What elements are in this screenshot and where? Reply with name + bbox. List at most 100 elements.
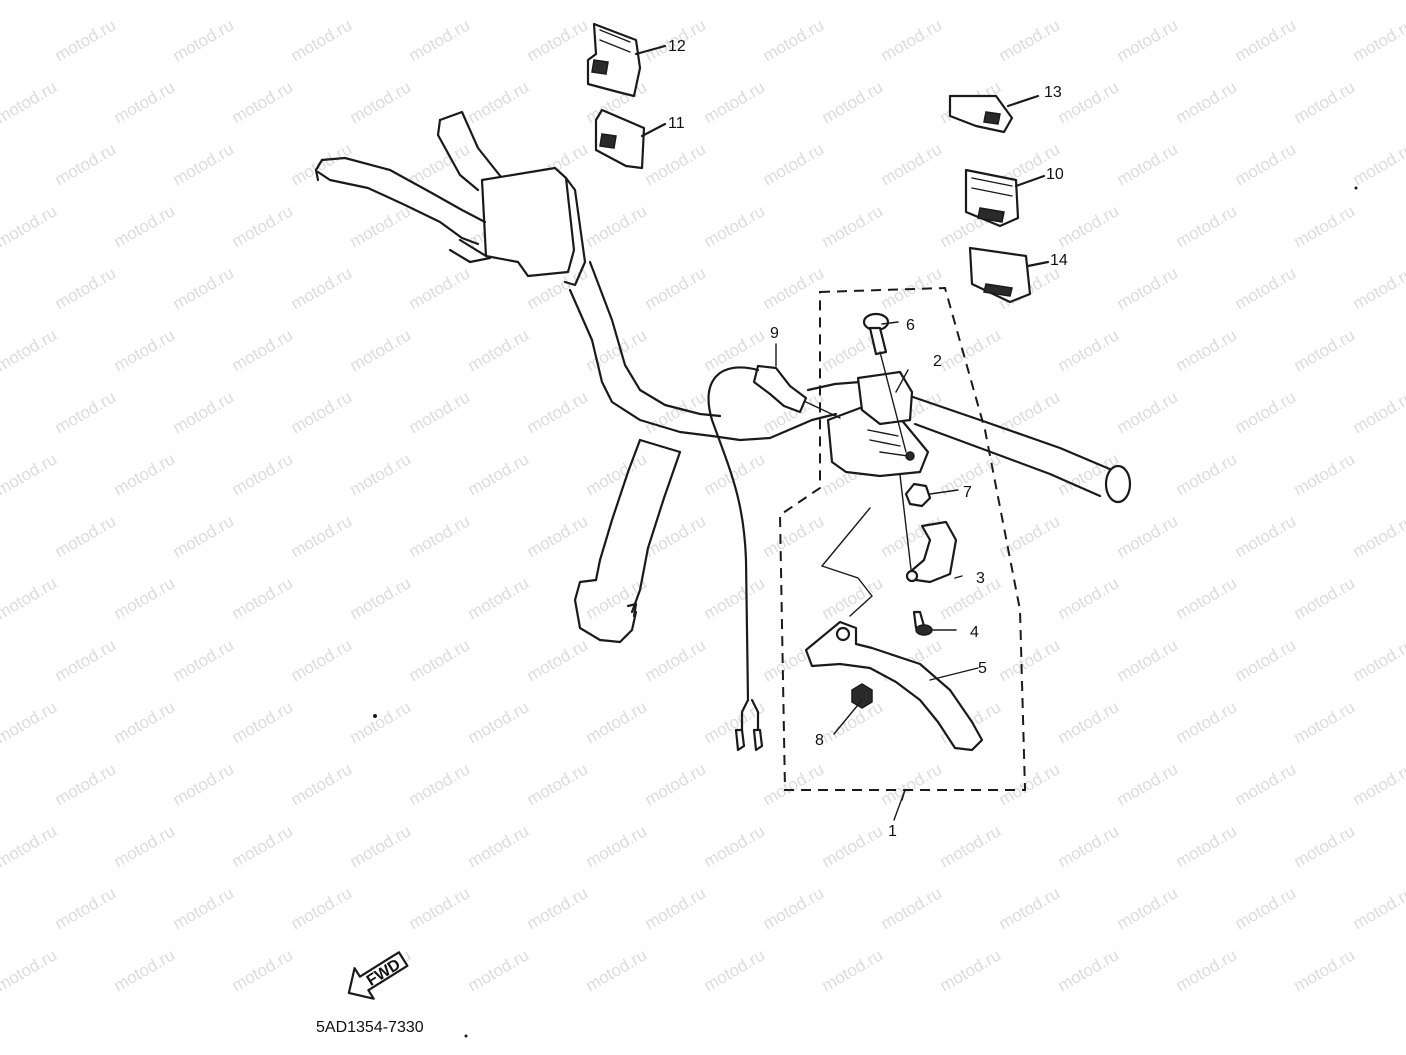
watermark-text: motod.ru	[701, 201, 769, 251]
watermark-text: motod.ru	[229, 77, 297, 127]
leader-lines	[775, 321, 979, 821]
watermark-text: motod.ru	[524, 883, 592, 933]
watermark-text: motod.ru	[406, 139, 474, 189]
watermark-text: motod.ru	[406, 263, 474, 313]
watermark-text: motod.ru	[1350, 511, 1406, 561]
watermark-layer: motod.ru motod.ru motod.ru motod.ru motod.ru…	[0, 15, 1406, 995]
watermark-text: motod.ru	[760, 883, 828, 933]
callout-2: 2	[933, 353, 942, 370]
watermark-text: motod.ru	[819, 77, 887, 127]
watermark-text: motod.ru	[1173, 449, 1241, 499]
watermark-text: motod.ru	[52, 139, 120, 189]
watermark-text: motod.ru	[465, 325, 533, 375]
watermark-text: motod.ru	[1232, 15, 1300, 65]
watermark-text: motod.ru	[1173, 697, 1241, 747]
callout-8: 8	[815, 732, 824, 749]
watermark-text: motod.ru	[1350, 387, 1406, 437]
watermark-text: motod.ru	[288, 883, 356, 933]
watermark-text: motod.ru	[347, 697, 415, 747]
watermark-text: motod.ru	[1055, 77, 1123, 127]
watermark-text: motod.ru	[1114, 387, 1182, 437]
watermark-text: motod.ru	[819, 201, 887, 251]
watermark-text: motod.ru	[937, 325, 1005, 375]
watermark-text: motod.ru	[1114, 883, 1182, 933]
watermark-text: motod.ru	[0, 325, 60, 375]
watermark-text: motod.ru	[1291, 697, 1359, 747]
watermark-text: motod.ru	[288, 759, 356, 809]
watermark-text: motod.ru	[0, 697, 60, 747]
watermark-text: motod.ru	[819, 821, 887, 871]
watermark-text: motod.ru	[0, 449, 60, 499]
watermark-text: motod.ru	[1232, 139, 1300, 189]
callout-10: 10	[1046, 166, 1064, 183]
switch-13-drawing	[948, 94, 1040, 134]
watermark-text: motod.ru	[170, 759, 238, 809]
watermark-text: motod.ru	[819, 945, 887, 995]
watermark-text: motod.ru	[465, 697, 533, 747]
watermark-text: motod.ru	[1114, 15, 1182, 65]
watermark-text: motod.ru	[465, 573, 533, 623]
watermark-text: motod.ru	[347, 325, 415, 375]
watermark-text: motod.ru	[1291, 821, 1359, 871]
watermark-text: motod.ru	[996, 759, 1064, 809]
watermark-text: motod.ru	[524, 15, 592, 65]
callout-13: 13	[1044, 84, 1062, 101]
lever-drawing	[804, 507, 984, 752]
handlebar-drawing	[314, 110, 1132, 644]
watermark-text: motod.ru	[642, 883, 710, 933]
watermark-text: motod.ru	[229, 449, 297, 499]
callout-14: 14	[1050, 252, 1068, 269]
watermark-text: motod.ru	[878, 759, 946, 809]
watermark-text: motod.ru	[583, 697, 651, 747]
watermark-text: motod.ru	[1232, 511, 1300, 561]
callout-6: 6	[906, 317, 915, 334]
watermark-text: motod.ru	[406, 635, 474, 685]
watermark-text: motod.ru	[1055, 573, 1123, 623]
watermark-text: motod.ru	[1114, 263, 1182, 313]
watermark-text: motod.ru	[347, 77, 415, 127]
watermark-text: motod.ru	[1114, 635, 1182, 685]
watermark-text: motod.ru	[1232, 759, 1300, 809]
switch-12-drawing	[586, 22, 667, 98]
watermark-text: motod.ru	[1232, 387, 1300, 437]
watermark-text: motod.ru	[406, 15, 474, 65]
watermark-text: motod.ru	[583, 449, 651, 499]
watermark-text: motod.ru	[524, 759, 592, 809]
watermark-text: motod.ru	[0, 201, 60, 251]
switch-10-drawing	[964, 168, 1046, 228]
watermark-text: motod.ru	[524, 387, 592, 437]
watermark-text: motod.ru	[819, 573, 887, 623]
watermark-text: motod.ru	[406, 759, 474, 809]
watermark-text: motod.ru	[1055, 945, 1123, 995]
lever-holder-drawing	[826, 370, 930, 478]
watermark-text: motod.ru	[1350, 759, 1406, 809]
watermark-text: motod.ru	[229, 821, 297, 871]
watermark-text: motod.ru	[642, 263, 710, 313]
watermark-text: motod.ru	[701, 945, 769, 995]
watermark-text: motod.ru	[937, 573, 1005, 623]
callout-9: 9	[770, 325, 779, 342]
watermark-text: motod.ru	[111, 77, 179, 127]
watermark-text: motod.ru	[1173, 945, 1241, 995]
watermark-text: motod.ru	[701, 77, 769, 127]
watermark-text: motod.ru	[288, 635, 356, 685]
watermark-text: motod.ru	[1291, 201, 1359, 251]
watermark-text: motod.ru	[1173, 77, 1241, 127]
watermark-text: motod.ru	[0, 821, 60, 871]
watermark-text: motod.ru	[170, 139, 238, 189]
watermark-text: motod.ru	[347, 821, 415, 871]
watermark-text: motod.ru	[465, 449, 533, 499]
watermark-text: motod.ru	[229, 697, 297, 747]
watermark-text: motod.ru	[1232, 263, 1300, 313]
watermark-text: motod.ru	[111, 821, 179, 871]
watermark-text: motod.ru	[996, 15, 1064, 65]
watermark-text: motod.ru	[878, 883, 946, 933]
lever-nut-drawing	[851, 683, 873, 709]
scan-dot	[464, 1034, 468, 1038]
watermark-text: motod.ru	[347, 201, 415, 251]
switch-bracket-drawing	[899, 474, 958, 584]
callout-labels: 1 2 3 4 5 6 7 8 9 10 11 12 13 14	[668, 38, 1068, 840]
watermark-text: motod.ru	[288, 263, 356, 313]
watermark-text: motod.ru	[524, 635, 592, 685]
